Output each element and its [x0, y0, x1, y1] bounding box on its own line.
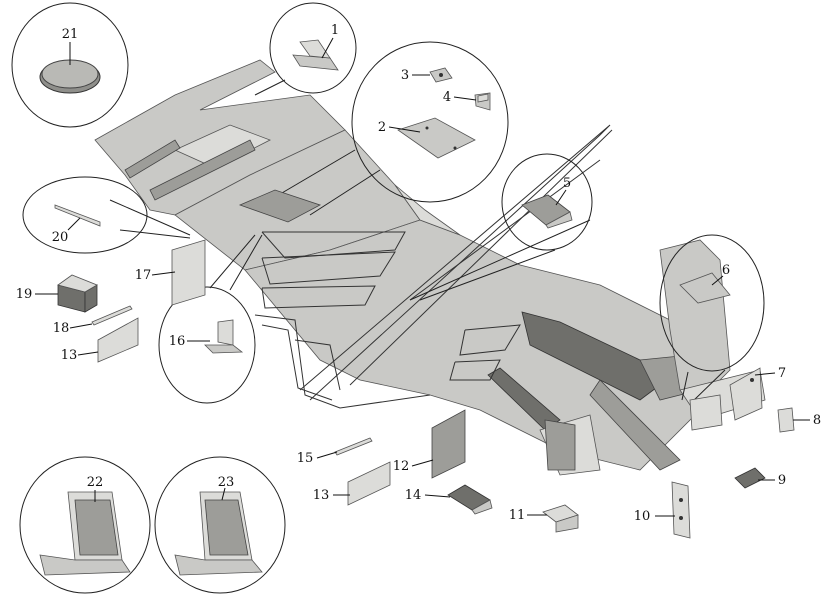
part-8-clip: [777, 407, 795, 433]
part-2-on-floor: [238, 189, 322, 223]
callout-22: [19, 456, 151, 594]
label-14: 14: [405, 488, 422, 503]
part-15-strip: [334, 437, 373, 456]
label-15: 15: [297, 451, 314, 466]
part-17-panel: [171, 239, 206, 306]
callout-2-4: [351, 41, 509, 203]
label-23: 23: [218, 475, 235, 490]
part-14-step: [447, 484, 493, 515]
label-17: 17: [135, 268, 152, 283]
part-19-block: [57, 274, 98, 313]
label-12: 12: [393, 459, 410, 474]
label-13-left: 13: [61, 348, 78, 363]
label-9: 9: [778, 473, 786, 488]
label-2: 2: [378, 120, 386, 135]
label-20: 20: [52, 230, 69, 245]
label-18: 18: [53, 321, 70, 336]
part-1-bracket: [292, 39, 339, 71]
part-number-labels: 21 1 3 4 2 5 6 7 8 9 10 11 12 13 14 15 1…: [16, 23, 821, 524]
part-11-block: [542, 504, 579, 533]
callout-circles: [11, 2, 765, 594]
part-13-panel-right: [347, 461, 391, 506]
part-13-panel-left: [97, 317, 139, 363]
label-21: 21: [62, 27, 79, 42]
label-5: 5: [563, 176, 571, 191]
part-16-angle: [204, 319, 244, 354]
label-10: 10: [634, 509, 651, 524]
label-3: 3: [401, 68, 409, 83]
label-16: 16: [169, 334, 186, 349]
part-9-grommet: [734, 467, 766, 489]
part-23-duct: [174, 491, 263, 576]
label-6: 6: [722, 263, 730, 278]
part-5-step-plate: [521, 194, 573, 229]
part-4-clip: [474, 92, 491, 111]
callout-21: [11, 2, 129, 128]
label-8: 8: [813, 413, 821, 428]
callout-20: [22, 176, 148, 254]
callout-6: [659, 234, 765, 372]
callout-16: [158, 286, 256, 404]
label-4: 4: [443, 90, 451, 105]
callout-5: [501, 153, 593, 251]
label-1: 1: [331, 23, 339, 38]
callout-1: [269, 2, 357, 94]
part-3-nut-plate: [429, 67, 453, 83]
part-20-rod: [54, 204, 101, 227]
part-18-strip: [91, 305, 133, 326]
callout-23: [154, 456, 286, 594]
label-13-right: 13: [313, 488, 330, 503]
part-21-disc: [39, 59, 101, 94]
label-7: 7: [778, 366, 786, 381]
label-19: 19: [16, 287, 33, 302]
label-11: 11: [509, 508, 526, 523]
part-12-panel: [431, 409, 466, 479]
part-22-duct: [39, 491, 131, 576]
label-22: 22: [87, 475, 104, 490]
part-7-bracket: [689, 367, 763, 431]
part-10-bracket: [671, 481, 691, 539]
leader-lines: [35, 37, 810, 517]
part-2-cover-plate: [397, 117, 476, 159]
